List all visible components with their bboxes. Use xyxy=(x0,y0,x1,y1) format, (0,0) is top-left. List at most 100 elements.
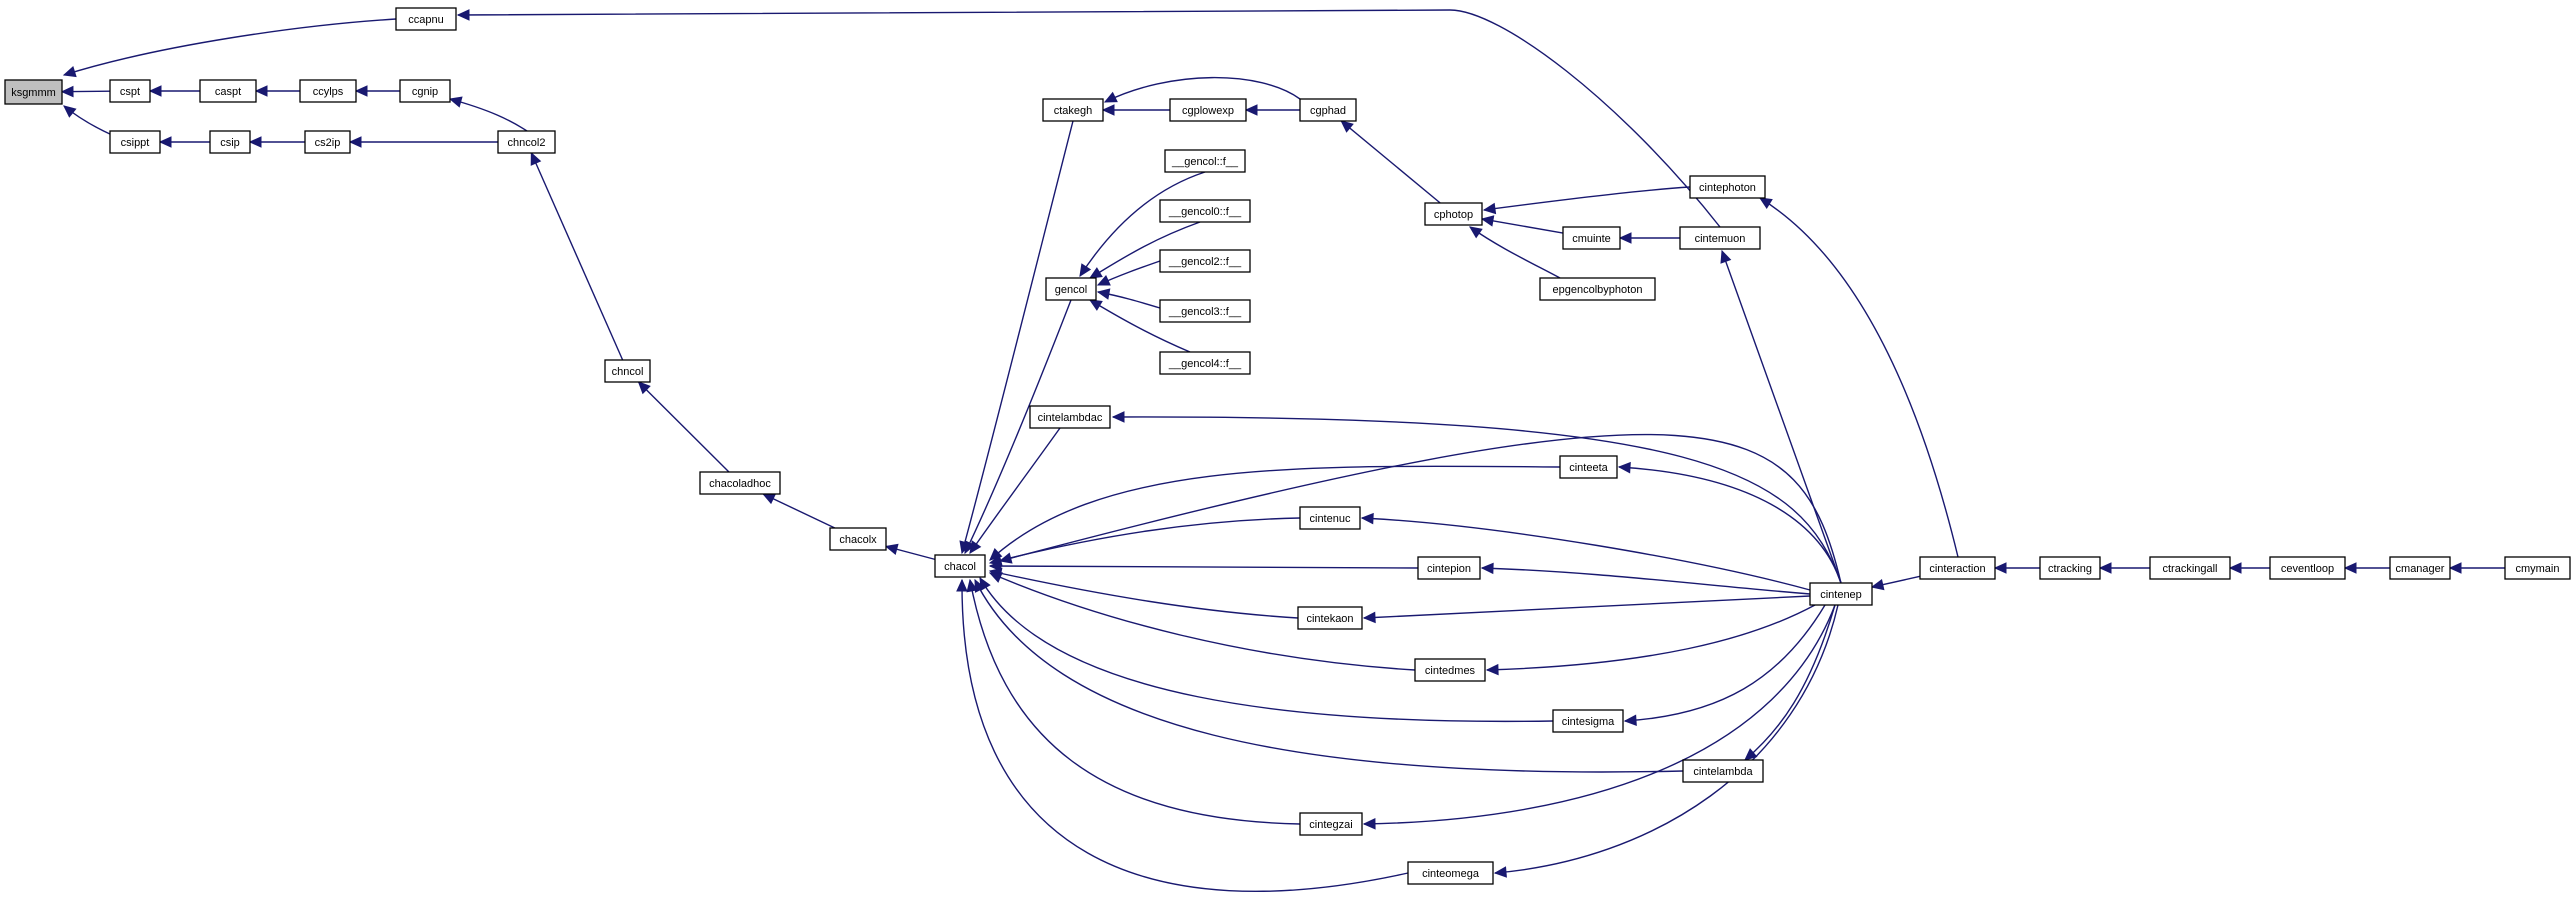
edge-line xyxy=(1469,226,1561,279)
edge-line xyxy=(1759,197,1959,558)
edge-cintemuon-to-cmuinte xyxy=(1618,232,1680,244)
node-gencol[interactable]: gencol xyxy=(1045,277,1097,301)
edge-line xyxy=(989,517,1301,564)
node-box xyxy=(1299,812,1363,836)
node-caspt[interactable]: caspt xyxy=(199,79,257,103)
node-box xyxy=(1042,98,1104,122)
node-cinteeta[interactable]: cinteeta xyxy=(1559,455,1618,479)
node-epgencolbyphoton[interactable]: epgencolbyphoton xyxy=(1539,277,1656,301)
node-cintephoton[interactable]: cintephoton xyxy=(1689,175,1766,199)
node-cspt[interactable]: cspt xyxy=(109,79,151,103)
node-ctrackingall[interactable]: ctrackingall xyxy=(2149,556,2231,580)
node-cintepion[interactable]: cintepion xyxy=(1417,556,1481,580)
node-label: cgplowexp xyxy=(1182,105,1234,117)
node-cgphad[interactable]: cgphad xyxy=(1299,98,1357,122)
node-chncol[interactable]: chncol xyxy=(604,359,651,383)
edge-line xyxy=(1624,604,1826,722)
arrowhead-icon xyxy=(1493,866,1507,878)
edge-gencol1-to-gencol xyxy=(1079,171,1206,278)
node-box xyxy=(829,527,887,551)
node-ccylps[interactable]: ccylps xyxy=(299,79,357,103)
node-cphotop[interactable]: cphotop xyxy=(1424,202,1483,226)
edge-line xyxy=(1340,120,1441,204)
node-box xyxy=(199,79,257,103)
node-chacoladhoc[interactable]: chacoladhoc xyxy=(699,471,781,495)
node-box xyxy=(1299,98,1357,122)
node-label: cspt xyxy=(120,86,140,98)
node-box xyxy=(1417,556,1481,580)
node-cintenuc[interactable]: cintenuc xyxy=(1299,506,1361,530)
node-chacolx[interactable]: chacolx xyxy=(829,527,887,551)
node-gencol0[interactable]: __gencol0::f__ xyxy=(1159,199,1251,223)
node-cintenep[interactable]: cintenep xyxy=(1809,582,1873,606)
node-gencol4[interactable]: __gencol4::f__ xyxy=(1159,351,1251,375)
arrowhead-icon xyxy=(1244,104,1258,116)
arrowhead-icon xyxy=(354,85,368,97)
node-label: ctakegh xyxy=(1054,105,1093,117)
node-cinteomega[interactable]: cinteomega xyxy=(1407,861,1494,885)
edge-cgnip-to-ccylps xyxy=(354,85,400,97)
edge-cintenep-to-cintelambda xyxy=(1744,604,1836,761)
node-cintesigma[interactable]: cintesigma xyxy=(1552,709,1624,733)
node-gencol2[interactable]: __gencol2::f__ xyxy=(1159,249,1251,273)
edge-cintenep-to-cintesigma xyxy=(1623,604,1826,727)
arrowhead-icon xyxy=(448,96,463,108)
node-csip[interactable]: csip xyxy=(209,130,251,154)
node-cintekaon[interactable]: cintekaon xyxy=(1297,606,1363,630)
edge-cintenep-to-cinteeta xyxy=(1617,461,1842,584)
arrowhead-icon xyxy=(158,136,172,148)
node-gencol1[interactable]: __gencol::f__ xyxy=(1164,149,1246,173)
edge-line xyxy=(1363,595,1811,619)
node-label: __gencol3::f__ xyxy=(1168,306,1242,318)
node-box xyxy=(1407,861,1494,885)
node-ksgmmm[interactable]: ksgmmm xyxy=(4,79,63,105)
edge-line xyxy=(999,433,1842,584)
node-label: cintekaon xyxy=(1306,613,1353,625)
node-ctracking[interactable]: ctracking xyxy=(2039,556,2101,580)
node-label: chacol xyxy=(944,561,976,573)
edge-cintepion-to-chacol xyxy=(988,560,1419,572)
node-cmuinte[interactable]: cmuinte xyxy=(1562,226,1621,250)
arrowhead-icon xyxy=(1079,263,1092,278)
node-cmymain[interactable]: cmymain xyxy=(2504,556,2571,580)
edge-cspt-to-ksgmmm xyxy=(60,85,111,98)
node-label: cinteomega xyxy=(1422,868,1480,880)
node-ctakegh[interactable]: ctakegh xyxy=(1042,98,1104,122)
node-cintelambdac[interactable]: cintelambdac xyxy=(1029,405,1111,429)
node-box xyxy=(1552,709,1624,733)
node-label: cintenuc xyxy=(1310,513,1351,525)
node-cinteraction[interactable]: cinteraction xyxy=(1919,556,1996,580)
edge-line xyxy=(1481,218,1564,234)
node-label: chacoladhoc xyxy=(709,478,771,490)
node-box xyxy=(304,130,351,154)
node-box xyxy=(109,130,161,154)
arrowhead-icon xyxy=(63,105,77,118)
arrowhead-icon xyxy=(2098,562,2112,574)
edge-chacoladhoc-to-chncol xyxy=(637,381,730,473)
node-cgnip[interactable]: cgnip xyxy=(399,79,451,103)
node-cintelambda[interactable]: cintelambda xyxy=(1682,759,1764,783)
node-ccapnu[interactable]: ccapnu xyxy=(395,7,457,31)
node-chacol[interactable]: chacol xyxy=(934,554,986,578)
node-cintedmes[interactable]: cintedmes xyxy=(1414,658,1486,682)
arrowhead-icon xyxy=(2448,562,2462,574)
node-label: cinteraction xyxy=(1929,563,1985,575)
node-cintegzai[interactable]: cintegzai xyxy=(1299,812,1363,836)
edge-line xyxy=(1089,221,1201,279)
arrowhead-icon xyxy=(956,578,968,592)
node-box xyxy=(497,130,556,154)
node-label: cphotop xyxy=(1434,209,1473,221)
node-label: cintelambda xyxy=(1693,766,1753,778)
node-cs2ip[interactable]: cs2ip xyxy=(304,130,351,154)
edge-line xyxy=(964,299,1072,554)
node-cmanager[interactable]: cmanager xyxy=(2389,556,2451,580)
node-cintemuon[interactable]: cintemuon xyxy=(1679,226,1761,250)
node-cgplowexp[interactable]: cgplowexp xyxy=(1169,98,1247,122)
edge-chncol2-to-cgnip xyxy=(448,96,528,132)
node-ceventloop[interactable]: ceventloop xyxy=(2269,556,2346,580)
node-chncol2[interactable]: chncol2 xyxy=(497,130,556,154)
node-csippt[interactable]: csippt xyxy=(109,130,161,154)
node-gencol3[interactable]: __gencol3::f__ xyxy=(1159,299,1251,323)
edge-cinteeta-to-chacol xyxy=(989,465,1561,561)
node-box xyxy=(1159,351,1251,375)
